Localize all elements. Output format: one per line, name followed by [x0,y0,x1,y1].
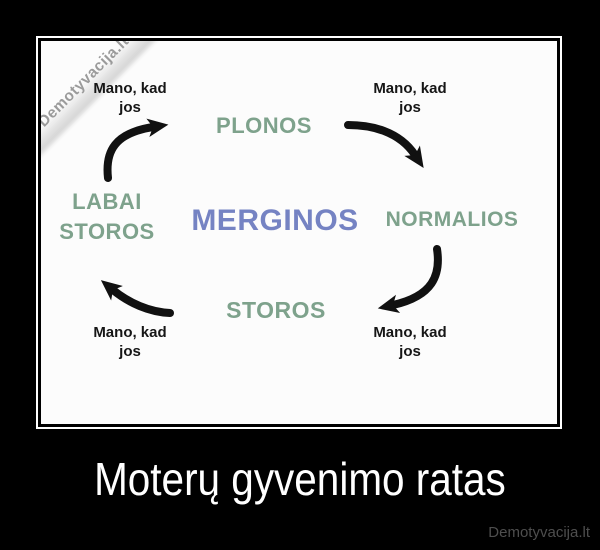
stage-storos: STOROS [226,297,326,323]
arrow-label-top-left: Mano, kad jos [75,79,185,117]
arrow-label-line1: Mano, kad [373,80,447,97]
arrow-label-bottom-right: Mano, kad jos [355,323,465,361]
poster-caption: Moterų gyvenimo ratas [0,452,600,506]
arrow-right-to-bottom-icon [377,245,442,313]
arrow-label-line2: jos [399,343,421,360]
poster-frame: Demotyvacija.lt Mano, kad jos Mano, kad … [36,36,562,429]
arrow-label-line1: Mano, kad [93,80,167,97]
site-credit: Demotyvacija.lt [488,524,590,541]
poster-caption-text: Moterų gyvenimo ratas [94,453,506,505]
arrow-label-top-right: Mano, kad jos [355,79,465,117]
arrow-label-line2: jos [119,343,141,360]
arrow-label-line1: Mano, kad [93,324,167,341]
center-word-merginos: MERGINOS [191,204,359,237]
arrow-top-to-right-icon [344,121,424,168]
cycle-arrows [100,118,442,317]
arrow-label-line1: Mano, kad [373,324,447,341]
arrow-label-line2: jos [119,99,141,116]
arrow-label-bottom-left: Mano, kad jos [75,323,185,361]
arrow-label-line2: jos [399,99,421,116]
stage-labai-storos-line2: STOROS [59,219,155,244]
poster-image: Demotyvacija.lt Mano, kad jos Mano, kad … [41,41,557,424]
arrow-left-to-top-icon [103,118,169,182]
stage-labai-storos: LABAI STOROS [41,187,182,247]
stage-normalios: NORMALIOS [385,208,519,231]
stage-labai-storos-line1: LABAI [72,189,142,214]
arrow-bottom-to-left-icon [100,280,174,317]
stage-plonos: PLONOS [216,113,312,138]
